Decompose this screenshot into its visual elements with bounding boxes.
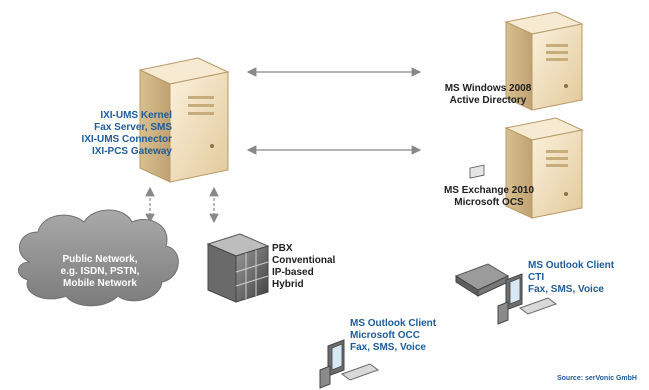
public-network-label-line: Mobile Network (63, 278, 137, 289)
pbx-icon (206, 233, 270, 303)
right-client-computer-icon (497, 273, 558, 325)
source-credit: Source: serVonic GmbH (556, 375, 637, 382)
desk-phone-icon (454, 164, 510, 297)
windows-server-label-line: Active Directory (449, 95, 527, 106)
ums-server-label-line: Fax Server, SMS (94, 122, 172, 133)
ums-server-label: IXI-UMS Kernel Fax Server, SMS IXI-UMS C… (81, 110, 172, 158)
pbx-label-line: Hybrid (272, 279, 304, 290)
ums-server-label-line: IXI-PCS Gateway (91, 146, 172, 157)
exchange-server-label-line: MS Exchange 2010 (443, 185, 535, 196)
public-network-label: Public Network, e.g. ISDN, PSTN, Mobile … (30, 254, 170, 290)
ums-server-label-line: IXI-UMS Kernel (100, 110, 172, 121)
windows-server-icon (504, 11, 584, 111)
pbx-label: PBX Conventional IP-based Hybrid (272, 243, 335, 291)
exchange-server-label: MS Exchange 2010 Microsoft OCS (424, 185, 554, 209)
public-network-label-line: Public Network, (62, 254, 138, 265)
left-client-label-line: Microsoft OCC (350, 330, 420, 341)
right-client-label-line: MS Outlook Client (528, 260, 615, 271)
pbx-label-line: PBX (272, 243, 293, 254)
left-client-label: MS Outlook Client Microsoft OCC Fax, SMS… (350, 318, 436, 354)
left-client-label-line: MS Outlook Client (350, 318, 437, 329)
left-client-label-line: Fax, SMS, Voice (350, 342, 426, 353)
left-client-computer-icon (319, 339, 380, 389)
public-network-cloud-icon (18, 209, 179, 307)
exchange-server-icon (504, 117, 584, 219)
right-client-label: MS Outlook Client CTI Fax, SMS, Voice (528, 260, 614, 296)
pbx-label-line: IP-based (272, 267, 314, 278)
right-client-label-line: Fax, SMS, Voice (528, 284, 604, 295)
ums-server-label-line: IXI-UMS Connector (81, 134, 172, 145)
windows-server-label: MS Windows 2008 Active Directory (428, 83, 548, 107)
pbx-label-line: Conventional (272, 255, 336, 266)
ums-server-icon (138, 57, 230, 183)
right-client-label-line: CTI (528, 272, 545, 283)
exchange-server-label-line: Microsoft OCS (454, 197, 524, 208)
public-network-label-line: e.g. ISDN, PSTN, (60, 266, 140, 277)
windows-server-label-line: MS Windows 2008 (444, 83, 532, 94)
